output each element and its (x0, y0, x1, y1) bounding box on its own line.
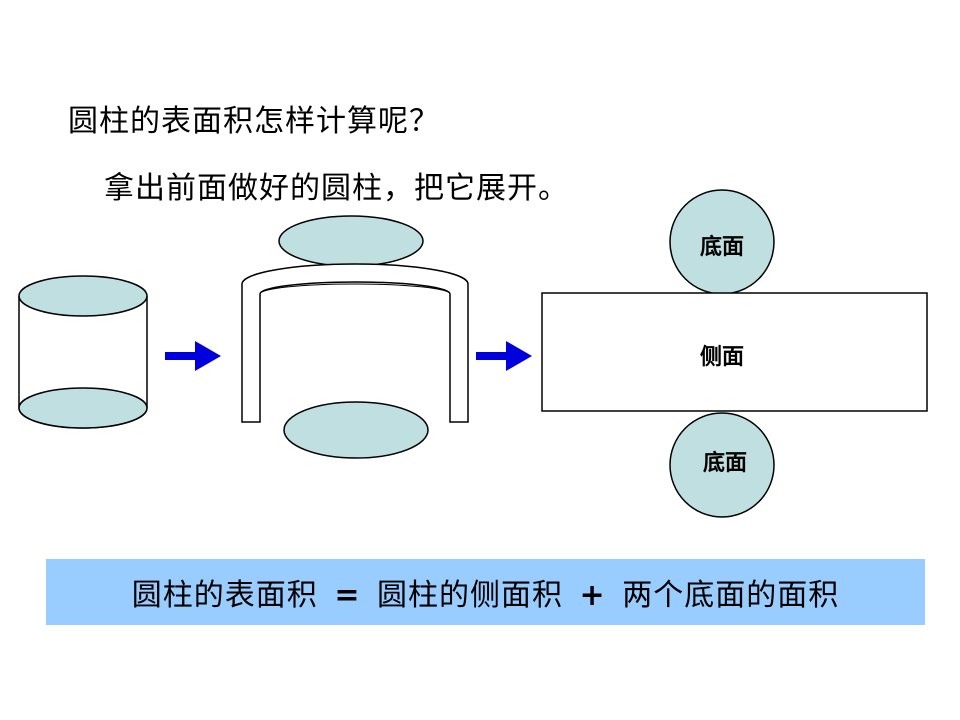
unfolded-net: 底面 侧面 底面 (541, 189, 928, 518)
closed-cylinder-bottom (18, 387, 148, 429)
closed-cylinder (18, 275, 148, 429)
opening-cylinder-top-base (278, 215, 424, 267)
formula-part-total: 圆柱的表面积 (131, 578, 318, 613)
slide-subtitle: 拿出前面做好的圆柱，把它展开。 (104, 171, 569, 206)
opening-cylinder (241, 215, 469, 459)
slide-title: 圆柱的表面积怎样计算呢？ (68, 104, 440, 139)
formula-plus: + (579, 578, 606, 613)
formula-part-bases: 两个底面的面积 (622, 578, 840, 613)
net-side-rectangle (541, 292, 928, 412)
top-base-label: 底面 (700, 234, 744, 260)
formula-part-side: 圆柱的侧面积 (377, 578, 563, 613)
closed-cylinder-top (18, 275, 148, 317)
net-bottom-base-circle (669, 412, 775, 518)
opening-cylinder-side-wall (241, 263, 469, 423)
opening-cylinder-inner-rim (259, 283, 451, 295)
bottom-base-label: 底面 (703, 450, 747, 476)
formula-box: 圆柱的表面积 = 圆柱的侧面积 + 两个底面的面积 (46, 559, 925, 625)
formula-equals: = (334, 578, 361, 613)
opening-cylinder-bottom-base (283, 401, 429, 459)
formula-text: 圆柱的表面积 = 圆柱的侧面积 + 两个底面的面积 (132, 570, 839, 614)
arrow-right-icon (165, 341, 221, 371)
arrow-right-icon (476, 341, 532, 371)
side-label: 侧面 (700, 345, 744, 370)
